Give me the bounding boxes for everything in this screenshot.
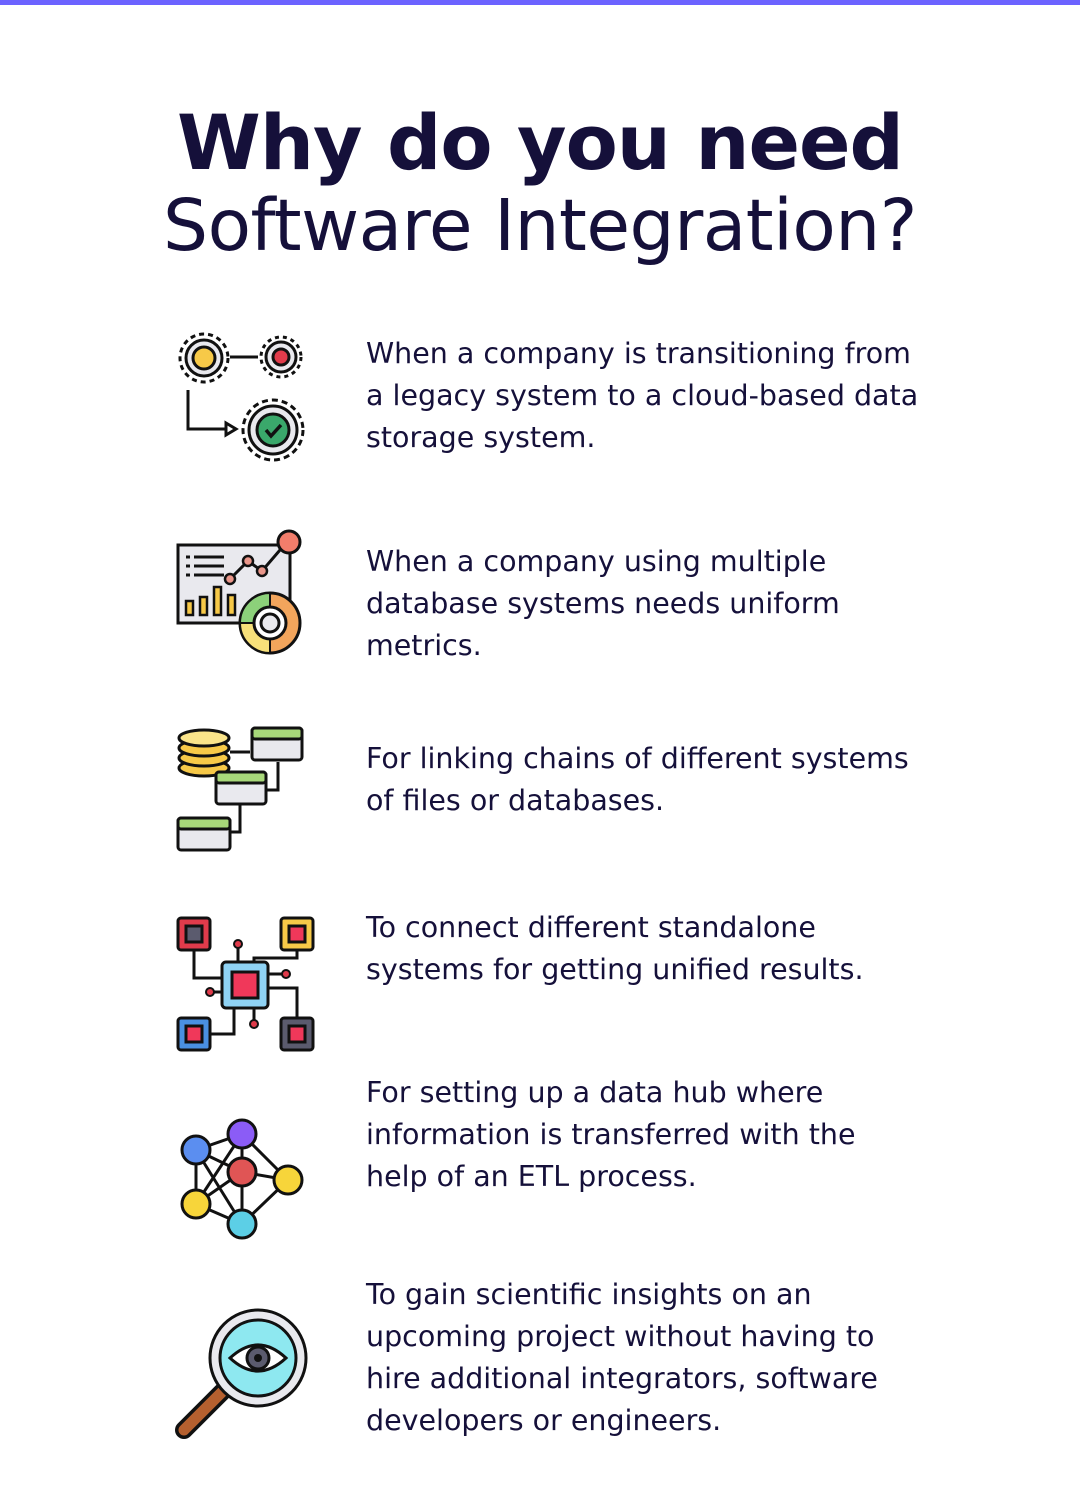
gears-flow-icon [170,325,315,470]
circuit-network-icon [170,910,315,1055]
page-title: Why do you need [177,98,904,187]
dashboard-analytics-icon [170,525,315,670]
magnifier-eye-icon [170,1302,315,1447]
item-text: For linking chains of different systems … [366,742,909,817]
item-text: For setting up a data hub where informat… [366,1076,856,1193]
database-chain-icon [170,722,315,867]
item-text: When a company using multiple database s… [366,545,840,662]
page-subtitle: Software Integration? [163,184,917,267]
item-text: To gain scientific insights on an upcomi… [366,1278,878,1437]
item-text: To connect different standalone systems … [366,911,864,986]
node-graph-icon [170,1110,315,1255]
item-text: When a company is transitioning from a l… [366,337,919,454]
top-accent-bar [0,0,1080,5]
